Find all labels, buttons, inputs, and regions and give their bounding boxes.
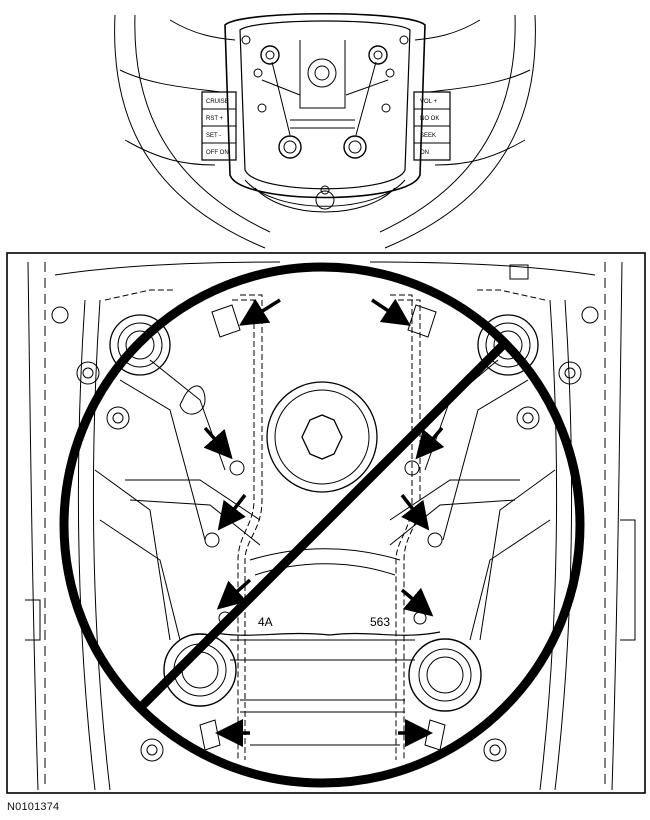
arrow	[217, 493, 247, 531]
figure-id: N0101374	[7, 801, 60, 813]
button-label: OFF ON	[206, 150, 229, 156]
part-mark: 563	[370, 615, 390, 629]
button-label: RST +	[206, 116, 224, 122]
arrow	[400, 493, 430, 531]
arrow	[216, 578, 252, 610]
part-mark: 4A	[258, 615, 273, 629]
right-button-panel: VOL + NO OK SEEK ON	[420, 99, 439, 156]
button-label: VOL +	[420, 99, 437, 105]
left-button-panel: CRUISE RST + SET - OFF ON	[206, 99, 229, 156]
arrow	[415, 426, 445, 460]
steering-wheel-top-view	[114, 13, 536, 249]
button-label: CRUISE	[206, 99, 229, 105]
arrow	[239, 298, 281, 326]
arrow	[400, 587, 434, 617]
arrow	[371, 298, 411, 326]
detail-frame	[6, 252, 646, 794]
callout-arrows	[203, 298, 445, 747]
arrow	[203, 426, 233, 460]
button-label: ON	[420, 150, 429, 156]
button-label: SEEK	[420, 133, 436, 139]
prohibition-symbol	[59, 262, 585, 788]
part-marks: 4A 563	[258, 615, 390, 629]
button-label: SET -	[206, 133, 221, 139]
detail-view-drawing	[25, 261, 636, 791]
button-label: NO OK	[420, 116, 439, 122]
